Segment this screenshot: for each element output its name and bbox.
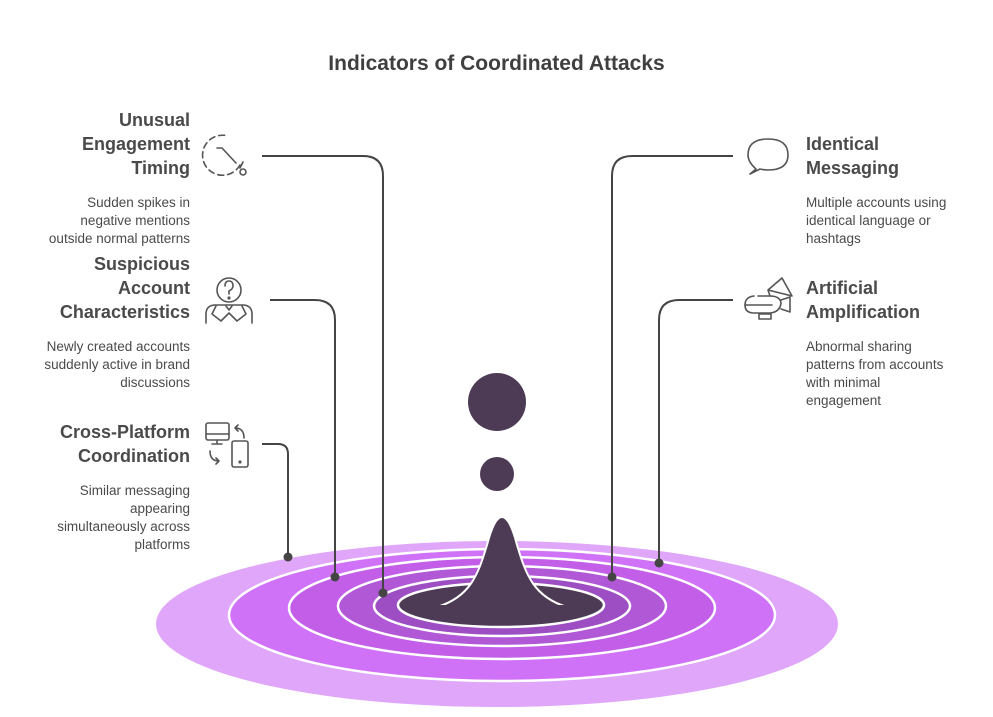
devices-sync-icon	[205, 422, 249, 468]
diagram-title: Indicators of Coordinated Attacks	[328, 52, 665, 75]
speech-bubble-icon	[747, 138, 789, 175]
clock-icon	[201, 134, 247, 177]
blimp-megaphone-icon	[744, 277, 793, 320]
question-person-icon	[205, 277, 253, 324]
droplet-peak	[436, 515, 568, 608]
connector-identical	[611, 155, 733, 577]
droplet-small	[480, 457, 514, 491]
connector-timing	[262, 155, 384, 593]
connector-account	[270, 299, 336, 577]
droplet-large	[468, 373, 526, 431]
connector-amplification	[658, 299, 733, 563]
connector-crossplatform	[262, 443, 289, 557]
connectors	[262, 155, 733, 593]
